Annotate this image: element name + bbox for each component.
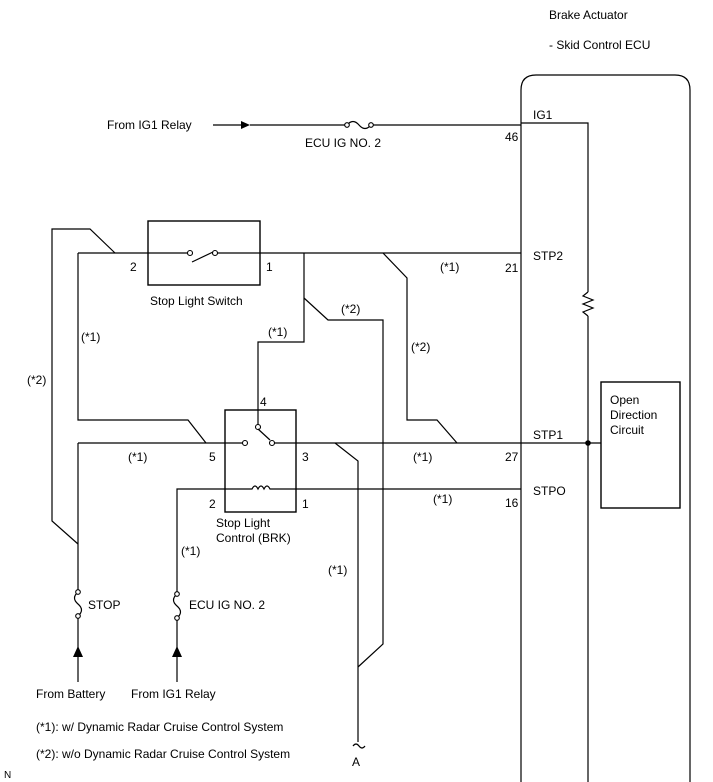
switch-pivot-dot: [211, 249, 219, 257]
brk-pin-1: 1: [302, 497, 309, 511]
terminal-ig1: IG1: [533, 108, 553, 122]
stp2-to-connector-branch: [303, 297, 384, 668]
stp2-outer-branch: [51, 228, 116, 545]
ecu-internal-ig1-wire: [521, 122, 589, 292]
brk-ig-feed-wire: [176, 488, 225, 594]
brk-pin-3: 3: [302, 450, 309, 464]
switch-lever: [191, 251, 214, 263]
note-label: (*1): [433, 492, 452, 506]
stp2-to-pin4-branch: [257, 253, 305, 420]
ecu-title-line1: Brake Actuator: [549, 8, 628, 22]
terminal-stpo: STPO: [533, 484, 566, 498]
brk-pin-4: 4: [260, 395, 267, 409]
switch-pivot-dot: [186, 249, 194, 257]
fuse-terminal-dot: [75, 589, 81, 595]
note-label: (*1): [181, 544, 200, 558]
legend-note-2: (*2): w/o Dynamic Radar Cruise Control S…: [36, 747, 290, 761]
brk-switch-lever: [257, 428, 271, 441]
resistor-icon: [581, 291, 595, 317]
from-ig1-relay-bottom-label: From IG1 Relay: [131, 687, 216, 701]
arrow-up-icon: [172, 646, 182, 657]
stp1-to-connector-branch: [334, 442, 359, 742]
legend-note-1: (*1): w/ Dynamic Radar Cruise Control Sy…: [36, 720, 283, 734]
ecu-housing: [520, 74, 691, 782]
fuse-icon-stop: [73, 591, 83, 617]
stp2-to-stp1-branch: [382, 252, 458, 444]
odc-line1: Open: [610, 393, 639, 407]
arrow-up-icon: [73, 646, 83, 657]
fuse-terminal-dot: [174, 591, 180, 597]
brk-pin-5: 5: [209, 450, 216, 464]
from-ig1-relay-top-label: From IG1 Relay: [107, 118, 192, 132]
brk-contact-dot: [241, 439, 249, 447]
brk-pin-2: 2: [209, 497, 216, 511]
note-label: (*1): [81, 330, 100, 344]
fuse-icon-top: [346, 120, 372, 130]
connector-a-label: A: [352, 755, 360, 769]
odc-line2: Direction: [610, 408, 657, 422]
fuse-top-label: ECU IG NO. 2: [305, 136, 381, 150]
fuse-terminal-dot: [344, 122, 350, 128]
sls-pin-2: 2: [130, 260, 137, 274]
brk-label-line1: Stop Light: [216, 516, 271, 530]
note-label: (*1): [128, 450, 147, 464]
from-battery-label: From Battery: [36, 687, 105, 701]
pin-46: 46: [505, 130, 519, 144]
note-label: (*1): [440, 260, 459, 274]
pin-16: 16: [505, 496, 519, 510]
fuse-terminal-dot: [75, 613, 81, 619]
brk-coil-icon: [225, 485, 296, 491]
brk-contact-dot: [254, 423, 262, 431]
fuse-stop-label: STOP: [88, 598, 120, 612]
note-label: (*2): [341, 302, 360, 316]
note-label: (*2): [411, 340, 430, 354]
note-label: (*1): [413, 450, 432, 464]
fuse-bottom-label: ECU IG NO. 2: [189, 598, 265, 612]
pin-21: 21: [505, 261, 519, 275]
fuse-terminal-dot: [174, 615, 180, 621]
sls-pin-1: 1: [266, 260, 273, 274]
odc-line3: Circuit: [610, 423, 645, 437]
stop-light-switch-label: Stop Light Switch: [150, 294, 243, 308]
open-direction-circuit: [600, 381, 681, 509]
stp2-left-branch: [77, 253, 207, 444]
arrow-right-icon: [241, 121, 250, 129]
note-label: (*2): [27, 373, 46, 387]
note-label: (*1): [268, 325, 287, 339]
fuse-terminal-dot: [368, 122, 374, 128]
terminal-stp1: STP1: [533, 428, 563, 442]
note-label: (*1): [328, 563, 347, 577]
corner-mark: N: [4, 770, 11, 781]
terminal-stp2: STP2: [533, 249, 563, 263]
pin-27: 27: [505, 450, 519, 464]
junction-dot: [585, 440, 591, 446]
brk-contact-dot: [268, 439, 276, 447]
connector-a-icon: [352, 743, 366, 749]
brk-internal-wire: [225, 410, 296, 444]
ecu-title-line2: - Skid Control ECU: [549, 38, 650, 52]
brk-label-line2: Control (BRK): [216, 531, 291, 545]
fuse-icon-bottom: [172, 593, 182, 619]
